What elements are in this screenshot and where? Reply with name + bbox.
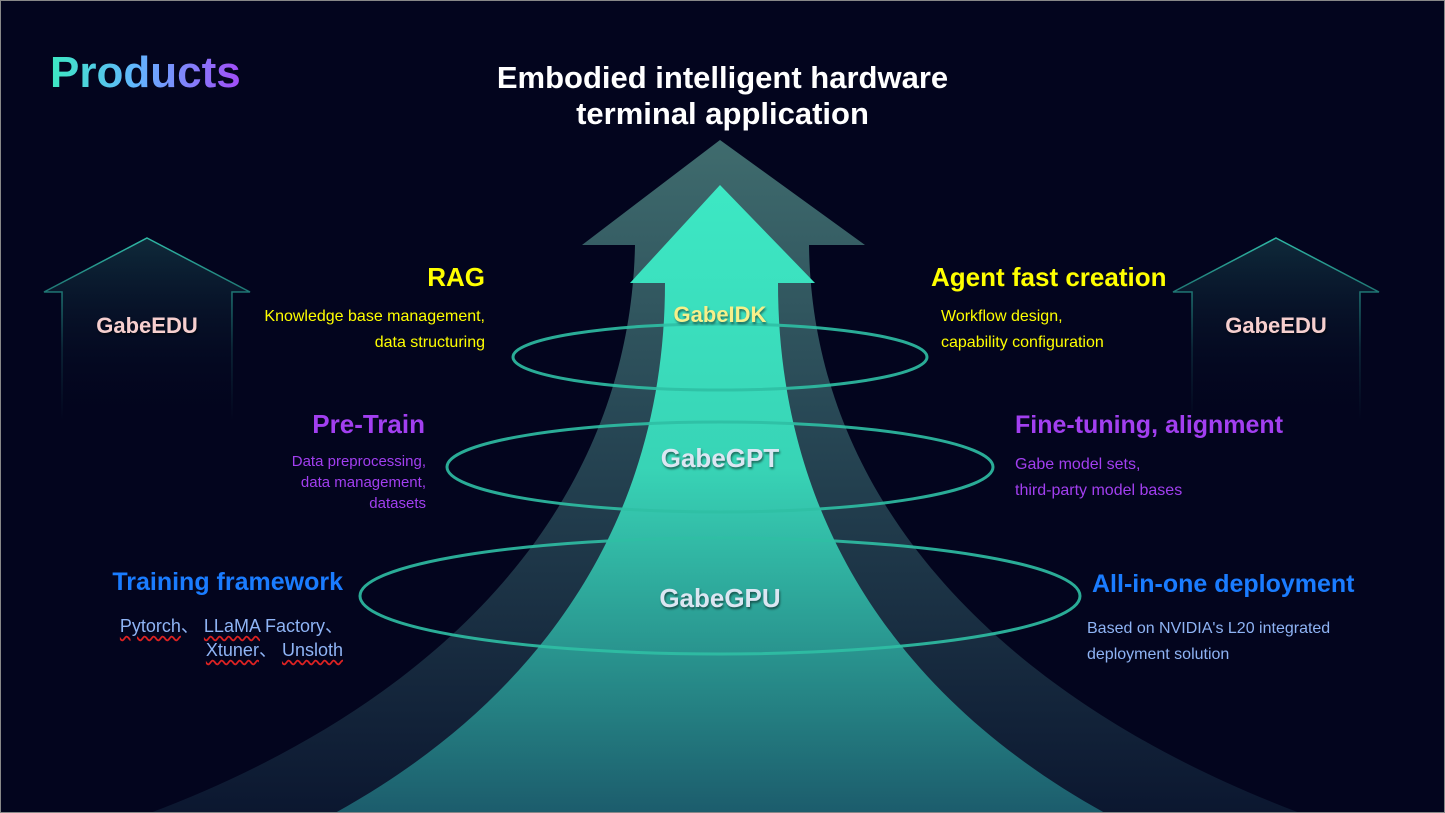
framework-factory: Factory、 [264,616,343,636]
training-framework-heading: Training framework [112,568,343,596]
layer-gabegpu: GabeGPU [659,583,781,613]
headline: Embodied intelligent hardware terminal a… [0,60,1445,132]
side-product-left: GabeEDU [96,313,198,338]
training-framework-list: Pytorch、 LLaMA Factory、 Xtuner、 Unsloth [120,614,343,662]
ring-middle [445,420,995,514]
rag-line: Knowledge base management, [264,308,485,325]
layer-gabegpt: GabeGPT [660,443,780,473]
pretrain-heading: Pre-Train [312,409,425,439]
separator: 、 [180,616,199,636]
framework-xtuner: Xtuner [205,640,259,660]
finetuning-heading: Fine-tuning, alignment [1015,411,1284,439]
pretrain-description: Data preprocessing, data management, dat… [292,451,426,514]
layer-gabeidk: GabeIDK [673,302,767,327]
deployment-line: Based on NVIDIA's L20 integrated [1087,620,1331,637]
agent-line: capability configuration [941,334,1104,351]
rag-heading: RAG [427,262,485,292]
framework-llama: LLaMA [203,616,260,636]
framework-unsloth: Unsloth [281,640,343,660]
page-title: Products [50,48,241,97]
finetuning-line: third-party model bases [1015,482,1183,499]
finetuning-description: Gabe model sets, third-party model bases [1015,452,1182,504]
agent-description: Workflow design, capability configuratio… [941,304,1104,356]
agent-line: Workflow design, [941,308,1063,325]
ring-bottom [358,536,1082,656]
headline-line-2: terminal application [576,96,869,131]
pretrain-line: datasets [369,495,426,512]
separator: 、 [258,640,277,660]
side-product-right: GabeEDU [1225,313,1327,338]
deployment-description: Based on NVIDIA's L20 integrated deploym… [1087,616,1330,668]
side-arrow-left [43,237,251,421]
side-arrow-right [1172,237,1380,421]
finetuning-line: Gabe model sets, [1015,456,1141,473]
pretrain-line: Data preprocessing, [291,453,426,470]
rag-line: data structuring [374,334,485,351]
pretrain-line: data management, [300,474,426,491]
deployment-heading: All-in-one deployment [1092,570,1355,598]
deployment-line: deployment solution [1087,646,1230,663]
agent-heading: Agent fast creation [931,262,1167,292]
inner-arrow [335,185,1105,813]
ring-top [511,322,929,392]
rag-description: Knowledge base management, data structur… [264,304,485,356]
framework-pytorch: Pytorch [119,616,181,636]
headline-line-1: Embodied intelligent hardware [496,60,949,95]
